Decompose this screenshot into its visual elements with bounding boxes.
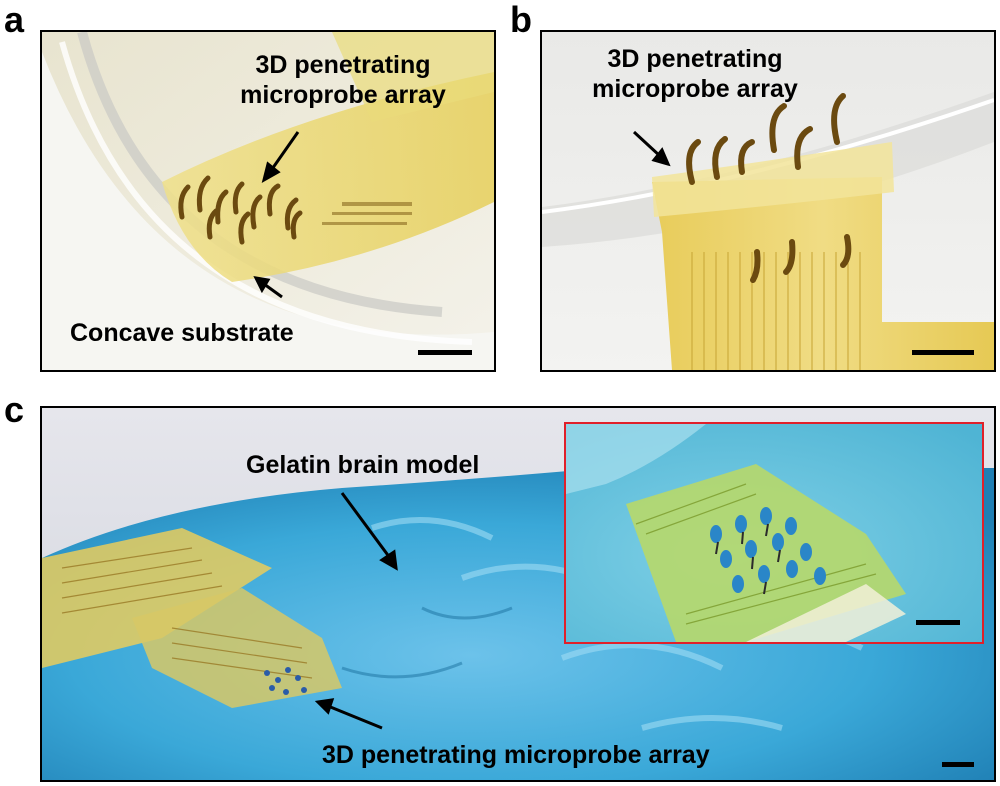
panel-c-scale-bar bbox=[942, 762, 974, 767]
panel-c-photo: Gelatin brain model 3D penetrating micro… bbox=[40, 406, 996, 782]
panel-c-label-probe: 3D penetrating microprobe array bbox=[322, 741, 710, 769]
inset-closeup-photo bbox=[566, 424, 982, 642]
panel-c-label-gelatin: Gelatin brain model bbox=[246, 451, 480, 479]
panel-b-photo: 3D penetrating microprobe array bbox=[540, 30, 996, 372]
tube-wrap-photo bbox=[542, 32, 994, 370]
panel-letter-a: a bbox=[4, 0, 25, 40]
panel-a-scale-bar bbox=[418, 350, 472, 355]
panel-c-inset bbox=[564, 422, 984, 644]
panel-letter-b: b bbox=[510, 0, 532, 40]
inset-scale-bar bbox=[916, 620, 960, 625]
panel-a-label-probe: 3D penetrating microprobe array bbox=[240, 51, 446, 109]
panel-a-photo: 3D penetrating microprobe array Concave … bbox=[40, 30, 496, 372]
panel-letter-c: c bbox=[4, 389, 25, 430]
concave-substrate-photo bbox=[42, 32, 494, 370]
panel-a-label-substrate: Concave substrate bbox=[70, 319, 294, 347]
panel-b-label-probe: 3D penetrating microprobe array bbox=[592, 45, 798, 103]
panel-b-scale-bar bbox=[912, 350, 974, 355]
